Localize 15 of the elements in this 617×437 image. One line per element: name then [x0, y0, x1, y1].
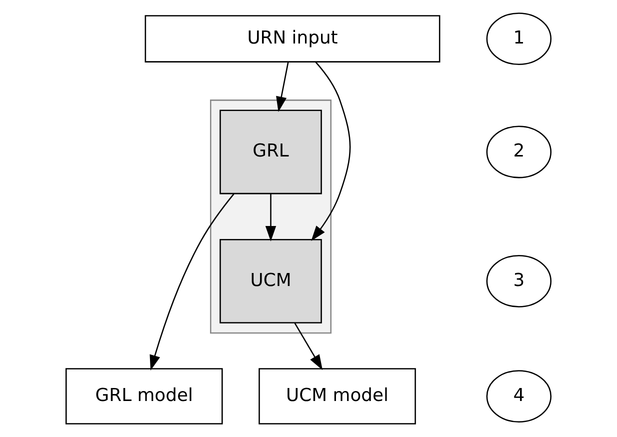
- node-ellipse: 3: [486, 254, 552, 308]
- node-ellipse: 2: [486, 126, 552, 178]
- node-box: URN input: [144, 15, 440, 62]
- node-box: UCM model: [258, 368, 416, 424]
- node-ellipse: 1: [486, 12, 552, 65]
- arrow: [265, 194, 276, 242]
- arrow: [311, 61, 351, 242]
- node-box: GRL model: [65, 368, 223, 424]
- arrow: [294, 322, 323, 370]
- node-box: UCM: [220, 238, 322, 324]
- cluster: [210, 100, 332, 334]
- node-ellipse: 4: [486, 370, 552, 422]
- node-box: GRL: [220, 110, 322, 194]
- arrow: [150, 194, 234, 370]
- arrow: [276, 62, 289, 112]
